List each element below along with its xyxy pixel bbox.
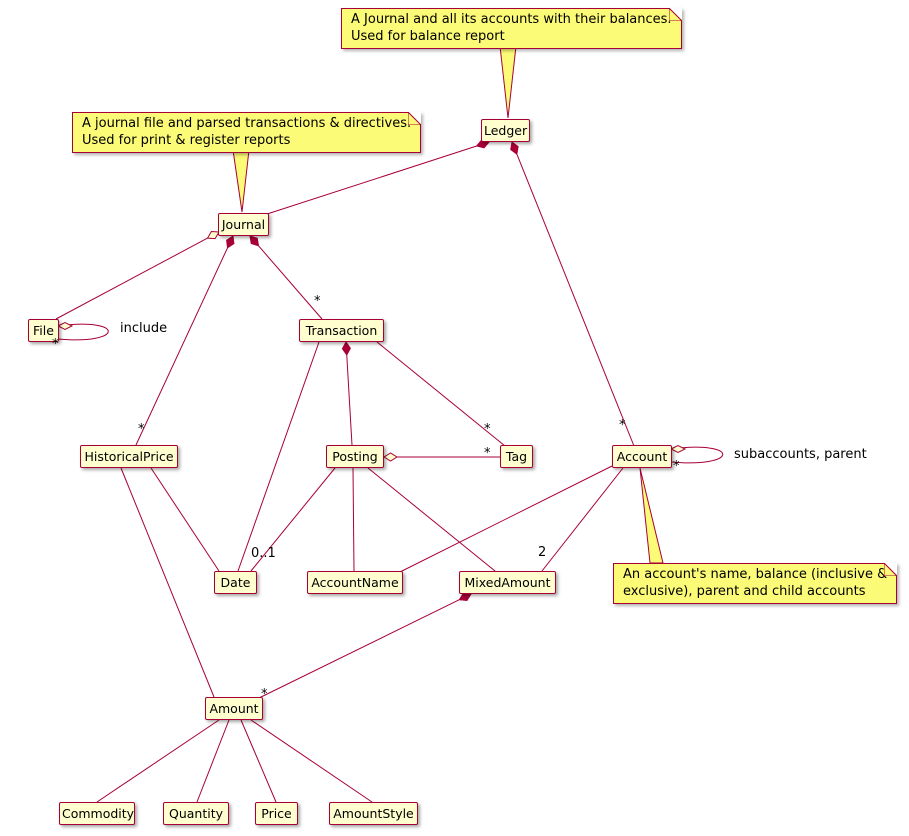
- uml-edge: [541, 467, 624, 572]
- uml-edge: [367, 467, 496, 572]
- label-subaccounts-parent: subaccounts, parent: [734, 447, 867, 462]
- class-box-historicalprice: HistoricalPrice: [80, 445, 178, 468]
- class-box-amountstyle: AmountStyle: [329, 802, 418, 825]
- uml-edge: [376, 341, 506, 447]
- class-box-posting: Posting: [326, 445, 384, 468]
- note-tail-ledger: [499, 45, 517, 119]
- uml-edge: [240, 719, 277, 803]
- class-box-file: File: [28, 319, 59, 342]
- account-self-loop: [670, 446, 723, 464]
- note-tail-journal: [232, 149, 250, 213]
- uml-edge: [150, 467, 220, 572]
- multiplicity-amount: *: [261, 687, 268, 702]
- uml-edge: [516, 153, 635, 447]
- note-account-line1: An account's name, balance (inclusive &: [623, 567, 888, 582]
- class-box-transaction: Transaction: [299, 319, 384, 342]
- uml-edge: [250, 719, 373, 803]
- note-fold-corner: [884, 563, 898, 576]
- class-box-quantity: Quantity: [163, 802, 229, 825]
- note-account: An account's name, balance (inclusive & …: [613, 563, 898, 604]
- multiplicity-account: *: [619, 418, 626, 433]
- aggregation-diamond-account: [669, 444, 687, 454]
- multiplicity-transaction: *: [314, 294, 321, 309]
- class-box-price: Price: [255, 802, 298, 825]
- note-journal: A journal file and parsed transactions &…: [72, 112, 422, 153]
- note-fold-corner: [668, 8, 682, 21]
- uml-edge: [352, 467, 355, 572]
- multiplicity-tag-posting: *: [484, 446, 491, 461]
- uml-edge: [263, 145, 477, 216]
- multiplicity-file: *: [52, 337, 59, 352]
- multiplicity-date-posting: 0..1: [251, 546, 276, 561]
- composition-diamond: [510, 141, 519, 155]
- uml-edge: [96, 719, 220, 803]
- note-fold-corner: [408, 112, 422, 125]
- class-box-tag: Tag: [500, 445, 533, 468]
- composition-diamond: [249, 235, 260, 247]
- uml-edge: [135, 247, 228, 446]
- multiplicity-account-self: *: [673, 459, 680, 474]
- uml-edge: [55, 237, 208, 320]
- composition-diamond: [458, 592, 472, 601]
- note-journal-line1: A journal file and parsed transactions &…: [82, 116, 412, 131]
- note-account-line2: exclusive), parent and child accounts: [623, 584, 866, 599]
- composition-diamond: [341, 341, 351, 356]
- class-box-mixedamount: MixedAmount: [459, 571, 556, 594]
- file-include-self-loop: [57, 323, 109, 341]
- uml-edge: [399, 465, 613, 573]
- aggregation-diamond: [383, 452, 398, 462]
- uml-edge: [120, 467, 215, 698]
- note-ledger-line1: A Journal and all its accounts with thei…: [351, 12, 672, 27]
- uml-edge: [196, 719, 230, 803]
- note-journal-line2: Used for print & register reports: [82, 133, 291, 148]
- note-tail-account: [639, 467, 664, 564]
- uml-edge: [258, 599, 460, 699]
- uml-edge: [346, 354, 353, 446]
- class-box-journal: Journal: [218, 213, 269, 236]
- multiplicity-historicalprice: *: [138, 422, 145, 437]
- label-include: include: [120, 321, 168, 336]
- aggregation-diamond-file: [56, 321, 74, 331]
- uml-edge: [250, 467, 336, 572]
- multiplicity-tag-transaction: *: [484, 422, 491, 437]
- multiplicity-mixedamount: 2: [538, 545, 547, 560]
- class-box-account: Account: [612, 445, 672, 468]
- note-ledger-line2: Used for balance report: [351, 29, 505, 44]
- class-box-accountname: AccountName: [307, 571, 403, 594]
- composition-diamond: [226, 235, 235, 249]
- class-box-date: Date: [214, 571, 257, 594]
- uml-edge: [258, 245, 323, 320]
- note-ledger: A Journal and all its accounts with thei…: [341, 8, 682, 49]
- class-box-commodity: Commodity: [59, 802, 135, 825]
- uml-edge: [237, 341, 320, 572]
- class-box-ledger: Ledger: [481, 119, 530, 142]
- class-box-amount: Amount: [205, 697, 263, 720]
